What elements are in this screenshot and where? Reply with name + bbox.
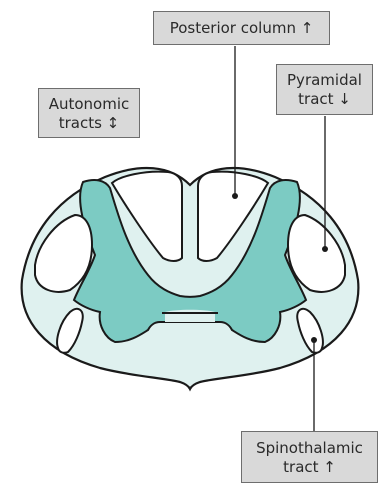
pyramidal-tract-label: Pyramidal tract ↓ [276,64,373,115]
pyramidal-tract-line2: tract ↓ [277,90,372,109]
spinothalamic-tract-label: Spinothalamic tract ↑ [241,431,378,483]
pyramidal-tract-line1: Pyramidal [277,71,372,90]
posterior-column-text: Posterior column ↑ [154,19,329,38]
spinothalamic-tract-line2: tract ↑ [242,458,377,477]
central-canal [165,310,215,322]
posterior-column-label: Posterior column ↑ [153,11,330,45]
autonomic-tracts-label: Autonomic tracts ↕ [38,88,140,138]
autonomic-tracts-line2: tracts ↕ [39,114,139,133]
posterior-column-dot [232,193,238,199]
spinothalamic-tract-line1: Spinothalamic [242,439,377,458]
spinothalamic-tract-dot [311,337,317,343]
autonomic-tracts-line1: Autonomic [39,95,139,114]
pyramidal-tract-dot [322,246,328,252]
